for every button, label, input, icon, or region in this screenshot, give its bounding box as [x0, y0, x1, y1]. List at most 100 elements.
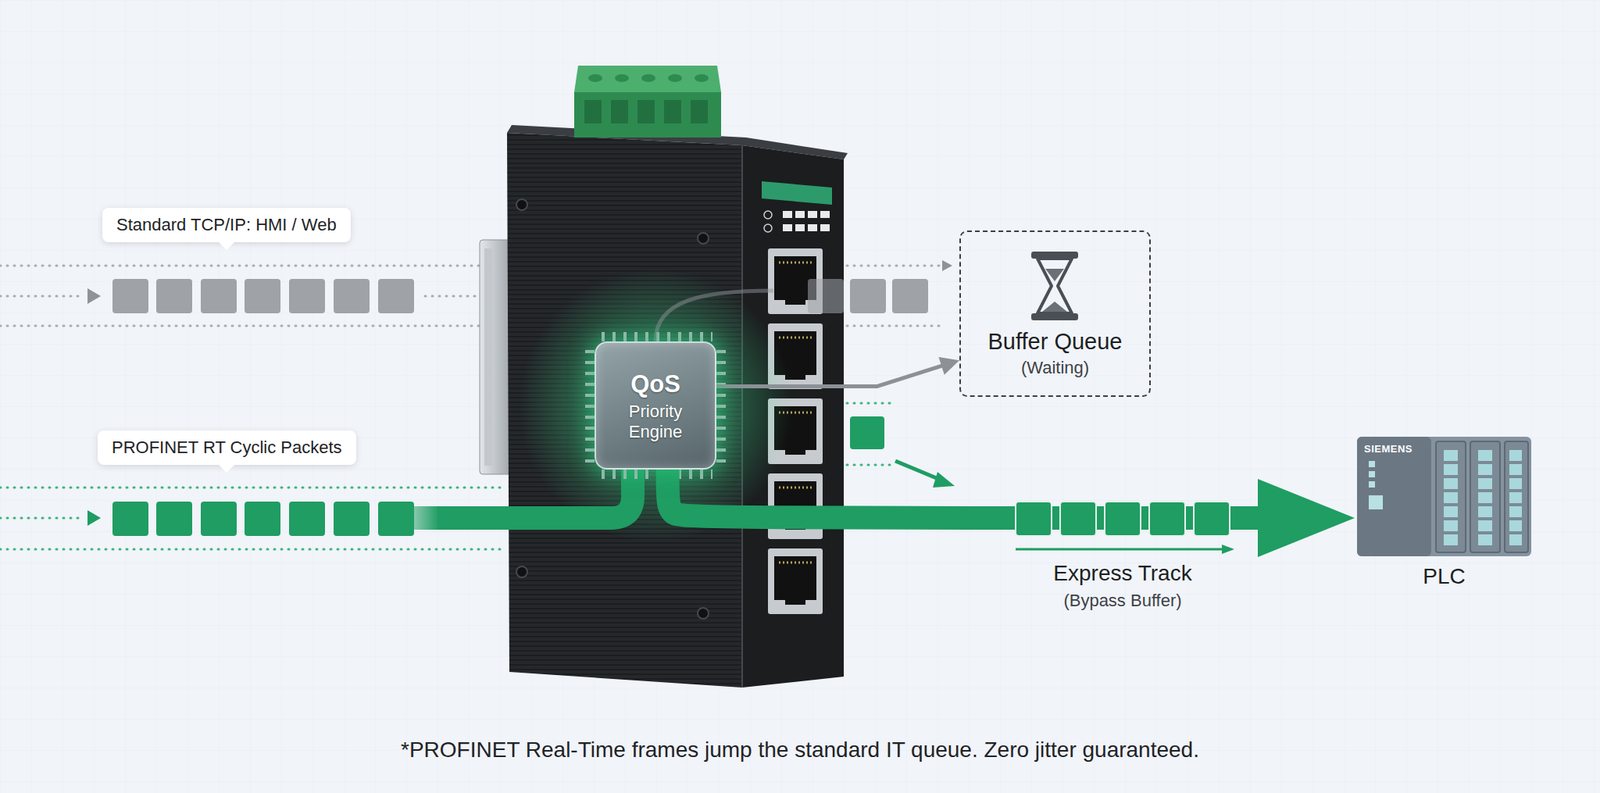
profinet-output-packet [850, 416, 885, 450]
tcp-packet-stream [0, 265, 500, 326]
express-packets [1015, 501, 1052, 536]
ethernet-ports [774, 556, 817, 600]
connector-line [716, 364, 945, 386]
terminal-block [694, 74, 709, 83]
hourglass-icon [1042, 301, 1068, 312]
callout-bubble-text: Standard TCP/IP: HMI / Web [116, 214, 337, 236]
switch-housing [697, 232, 709, 244]
express-direction-arrow [1221, 544, 1235, 554]
ethernet-ports [785, 293, 806, 305]
express-direction-arrow [1015, 548, 1224, 551]
tcp-packet-stream [200, 278, 237, 314]
plc-device [1357, 436, 1532, 557]
buffer-queue-box: Buffer Queue(Waiting) [959, 230, 1151, 397]
status-panel [782, 224, 793, 232]
plc-device-node: SIEMENSPLC [1357, 436, 1532, 557]
tcp-output-packets [807, 278, 844, 314]
ethernet-ports [778, 336, 812, 340]
qos-chip: QoSPriority Engine [594, 341, 717, 470]
switch-housing [697, 607, 709, 619]
arrow-head [1257, 478, 1355, 558]
plc-device [1478, 450, 1493, 546]
arrow-head [938, 357, 960, 375]
tcp-output-packets [846, 264, 941, 268]
plc-device [1470, 441, 1500, 553]
profinet-output-packet [846, 403, 955, 488]
qos-chip-text: QoS [630, 369, 681, 399]
tcp-packet-stream [112, 278, 149, 314]
plc-device [1443, 450, 1458, 546]
queue-connector [716, 357, 960, 386]
plc-device [1435, 441, 1466, 553]
plc-device [1509, 450, 1522, 546]
switch-housing [516, 566, 528, 578]
profinet-packet-stream [156, 501, 193, 536]
tcp-packet-stream [378, 278, 415, 314]
tcp-output-packets [807, 260, 953, 326]
status-panel [820, 224, 830, 232]
terminal-block [610, 100, 629, 124]
tcp-packet-stream [333, 278, 370, 314]
ethernet-ports [778, 261, 812, 265]
profinet-packet-stream [0, 548, 500, 551]
status-panel [764, 210, 772, 219]
terminal-block [574, 65, 722, 93]
switch-housing [516, 199, 528, 211]
chip-glow [518, 268, 793, 543]
profinet-input-band [389, 469, 633, 530]
express-track-connector [667, 469, 1355, 558]
express-packets [1149, 501, 1186, 536]
plc-device [1368, 495, 1383, 510]
plc-device [1368, 481, 1375, 488]
plc-device [1357, 436, 1532, 557]
hourglass-icon [1045, 268, 1065, 282]
profinet-packet-stream [112, 501, 149, 536]
plc-device-node-text: SIEMENS [1364, 442, 1525, 455]
plc-device [1504, 441, 1529, 553]
qos-chip-text: Priority Engine [608, 401, 703, 442]
tcp-packet-stream [156, 278, 193, 314]
status-panel [764, 224, 772, 233]
buffer-queue-box-text: (Waiting) [1021, 357, 1090, 379]
express-packets [1193, 501, 1230, 536]
status-panel [795, 210, 805, 218]
profinet-packet-stream [0, 487, 500, 550]
terminal-block [614, 74, 629, 83]
tcp-packet-stream [0, 264, 500, 268]
status-panel [761, 181, 833, 233]
tcp-output-packets [942, 260, 953, 272]
profinet-packet-stream [244, 501, 281, 536]
profinet-packet-stream [0, 486, 500, 490]
tcp-output-packets [846, 325, 941, 328]
status-panel [807, 210, 818, 218]
tcp-packet-stream [87, 288, 101, 304]
tcp-packet-stream [0, 295, 85, 298]
edge-label: Express Track [1053, 560, 1192, 586]
tcp-packet-stream [0, 325, 500, 328]
terminal-block [574, 92, 722, 138]
tcp-output-packets [892, 278, 929, 314]
status-panel [795, 224, 805, 232]
ethernet-ports [778, 486, 812, 490]
chip-glow [518, 268, 793, 543]
ethernet-ports [767, 548, 823, 615]
ethernet-ports [785, 593, 806, 605]
din-rail-clip [484, 248, 493, 466]
terminal-block [588, 74, 603, 83]
terminal-block [667, 74, 683, 83]
switch-housing [507, 125, 848, 688]
terminal-block [690, 100, 708, 124]
buffer-queue-box-text: Buffer Queue [988, 328, 1123, 355]
callout-bubble: PROFINET RT Cyclic Packets [97, 430, 357, 465]
hourglass-icon [1037, 258, 1072, 314]
chip-pins [585, 350, 595, 465]
caption: *PROFINET Real-Time frames jump the stan… [0, 737, 1600, 763]
profinet-packet-stream [333, 501, 370, 536]
terminal-block [574, 65, 722, 138]
status-panel [782, 210, 793, 218]
